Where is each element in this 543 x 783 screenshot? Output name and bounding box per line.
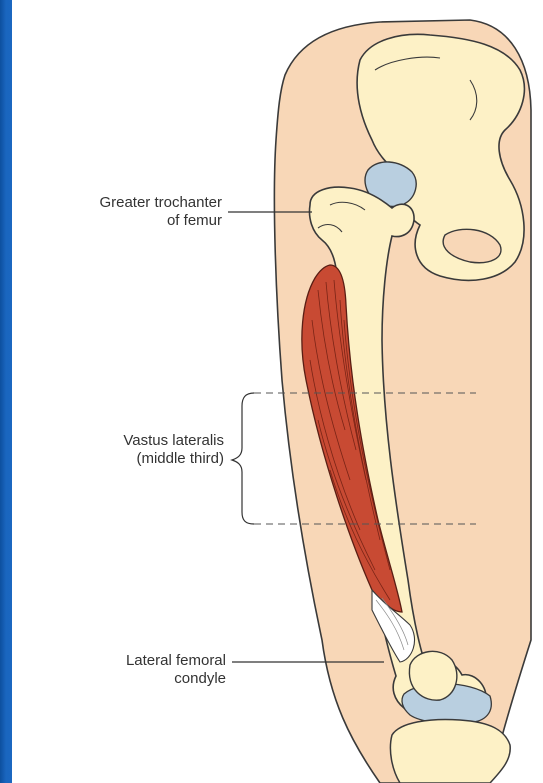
tibia-bone: [390, 720, 510, 783]
vastus-lateralis-line-2: (middle third): [14, 450, 224, 468]
greater-trochanter-label: Greater trochanter of femur: [14, 194, 222, 230]
greater-trochanter-line-1: Greater trochanter: [14, 194, 222, 212]
greater-trochanter-line-2: of femur: [14, 212, 222, 230]
middle-third-bracket: [232, 393, 254, 524]
lateral-condyle-label: Lateral femoral condyle: [14, 652, 226, 688]
lateral-condyle-line-2: condyle: [14, 670, 226, 688]
lateral-condyle-line-1: Lateral femoral: [14, 652, 226, 670]
vastus-lateralis-line-1: Vastus lateralis: [14, 432, 224, 450]
vastus-lateralis-label: Vastus lateralis (middle third): [14, 432, 224, 468]
